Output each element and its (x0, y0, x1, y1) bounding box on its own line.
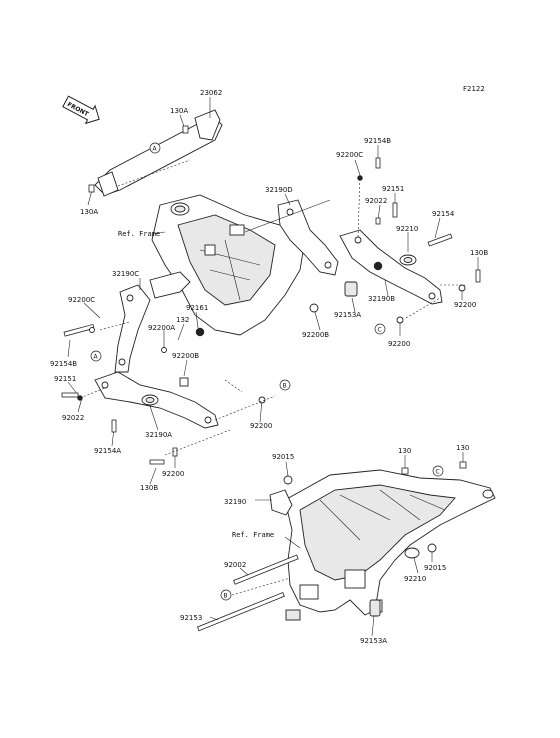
bracket-32190 (269, 489, 293, 516)
svg-text:A: A (153, 146, 158, 153)
nut-92015-upper (283, 475, 293, 485)
callout-c-lower: C (432, 465, 444, 477)
part-label: 130B (470, 249, 488, 257)
part-label: 92153A (360, 637, 387, 645)
part-label: 92151 (382, 185, 404, 193)
nut-92015-lower (427, 543, 437, 553)
collar-92153a-upper (344, 281, 358, 297)
part-label: 32190D (265, 186, 293, 194)
part-label: 32190B (368, 295, 395, 303)
part-label: 32190 (224, 498, 246, 506)
callout-b-upper: B (279, 379, 291, 391)
svg-text:C: C (378, 327, 382, 334)
leader-lines-lower (209, 452, 464, 637)
bolt-130-a (401, 467, 409, 475)
callout-b-lower: B (220, 589, 232, 601)
part-label: 92200B (172, 352, 199, 360)
part-label: 32190A (145, 431, 172, 439)
washer-92200a (161, 347, 167, 353)
leader-lines-upper (67, 97, 479, 485)
bracket-32190a (94, 371, 219, 429)
bracket-32190b (339, 229, 443, 305)
part-label: 130 (398, 447, 411, 455)
callout-a-upper: A (149, 142, 161, 154)
part-label: 92200A (148, 324, 175, 332)
part-label: 130A (170, 107, 188, 115)
bolt-92153 (197, 592, 285, 632)
nut-92161 (195, 327, 205, 337)
part-label: 92153 (180, 614, 202, 622)
bracket-23062 (94, 109, 223, 197)
figure-code: F2122 (463, 85, 485, 93)
upper-frame (151, 194, 306, 336)
part-label: 92200 (454, 301, 476, 309)
bolt-130-b (459, 461, 467, 469)
bracket-32190c (114, 271, 191, 373)
front-arrow-icon: FRONT (62, 95, 100, 125)
svg-text:C: C (436, 469, 440, 476)
collar-92153a-lower (369, 599, 381, 617)
lower-frame (284, 469, 496, 621)
part-label: 130 (456, 444, 469, 452)
washer-92200b (309, 303, 319, 313)
part-label: 92015 (272, 453, 294, 461)
bracket-32190d (244, 199, 339, 276)
part-label: 92200 (162, 470, 184, 478)
svg-text:A: A (94, 354, 99, 361)
part-label: 92154A (94, 447, 121, 455)
ref-frame-label-upper: Ref. Frame (118, 230, 160, 238)
part-label: 130A (80, 208, 98, 216)
svg-text:B: B (283, 383, 287, 390)
part-label: 23062 (200, 89, 222, 97)
part-label: 132 (176, 316, 189, 324)
part-label: 92210 (404, 575, 426, 583)
part-label: 92154 (432, 210, 455, 218)
callout-c-upper: C (374, 323, 386, 335)
part-label: 92154B (364, 137, 391, 145)
part-label: 92200 (250, 422, 272, 430)
svg-text:B: B (224, 593, 228, 600)
part-label: 92002 (224, 561, 246, 569)
part-label: 92200C (336, 151, 363, 159)
bolt-92002 (233, 554, 299, 585)
guide-lines-upper (79, 159, 465, 456)
part-label: 92210 (396, 225, 418, 233)
part-label: 92200B (302, 331, 329, 339)
callout-a-left: A (90, 350, 102, 362)
part-label: 92022 (62, 414, 84, 422)
part-label: 92200C (68, 296, 95, 304)
part-label: 92154B (50, 360, 77, 368)
bolts-upper (61, 125, 481, 465)
part-label: 92200 (388, 340, 410, 348)
part-label: 92151 (54, 375, 76, 383)
part-label: 92015 (424, 564, 446, 572)
part-label: 92161 (186, 304, 208, 312)
part-label: 92022 (365, 197, 387, 205)
damper-92210-lower (404, 547, 420, 559)
part-label: 92153A (334, 311, 361, 319)
part-label: 130B (140, 484, 158, 492)
washer-92200b-left (179, 377, 189, 387)
ref-frame-label-lower: Ref. Frame (232, 531, 274, 539)
part-labels: 23062 130A 130A 92154B 92200C 32190D 921… (50, 89, 488, 645)
part-label: 32190C (112, 270, 139, 278)
